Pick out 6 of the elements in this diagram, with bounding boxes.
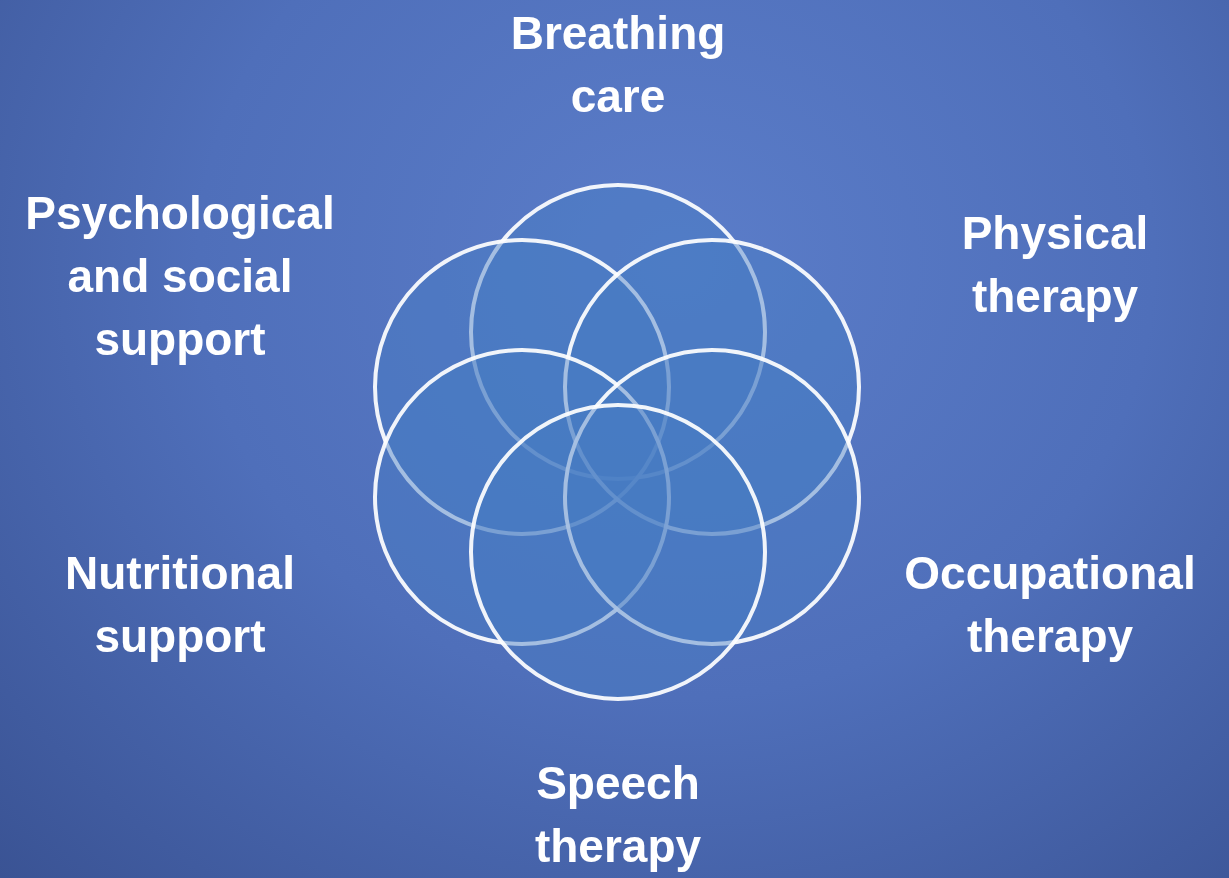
- area-label: Breathing care: [510, 7, 726, 122]
- area-label: Occupational therapy: [904, 547, 1196, 662]
- area-label: Psychological and social support: [25, 187, 335, 365]
- area-label: Nutritional support: [65, 547, 295, 662]
- area-label: Physical therapy: [961, 207, 1149, 322]
- area-label: Speech therapy: [534, 757, 702, 872]
